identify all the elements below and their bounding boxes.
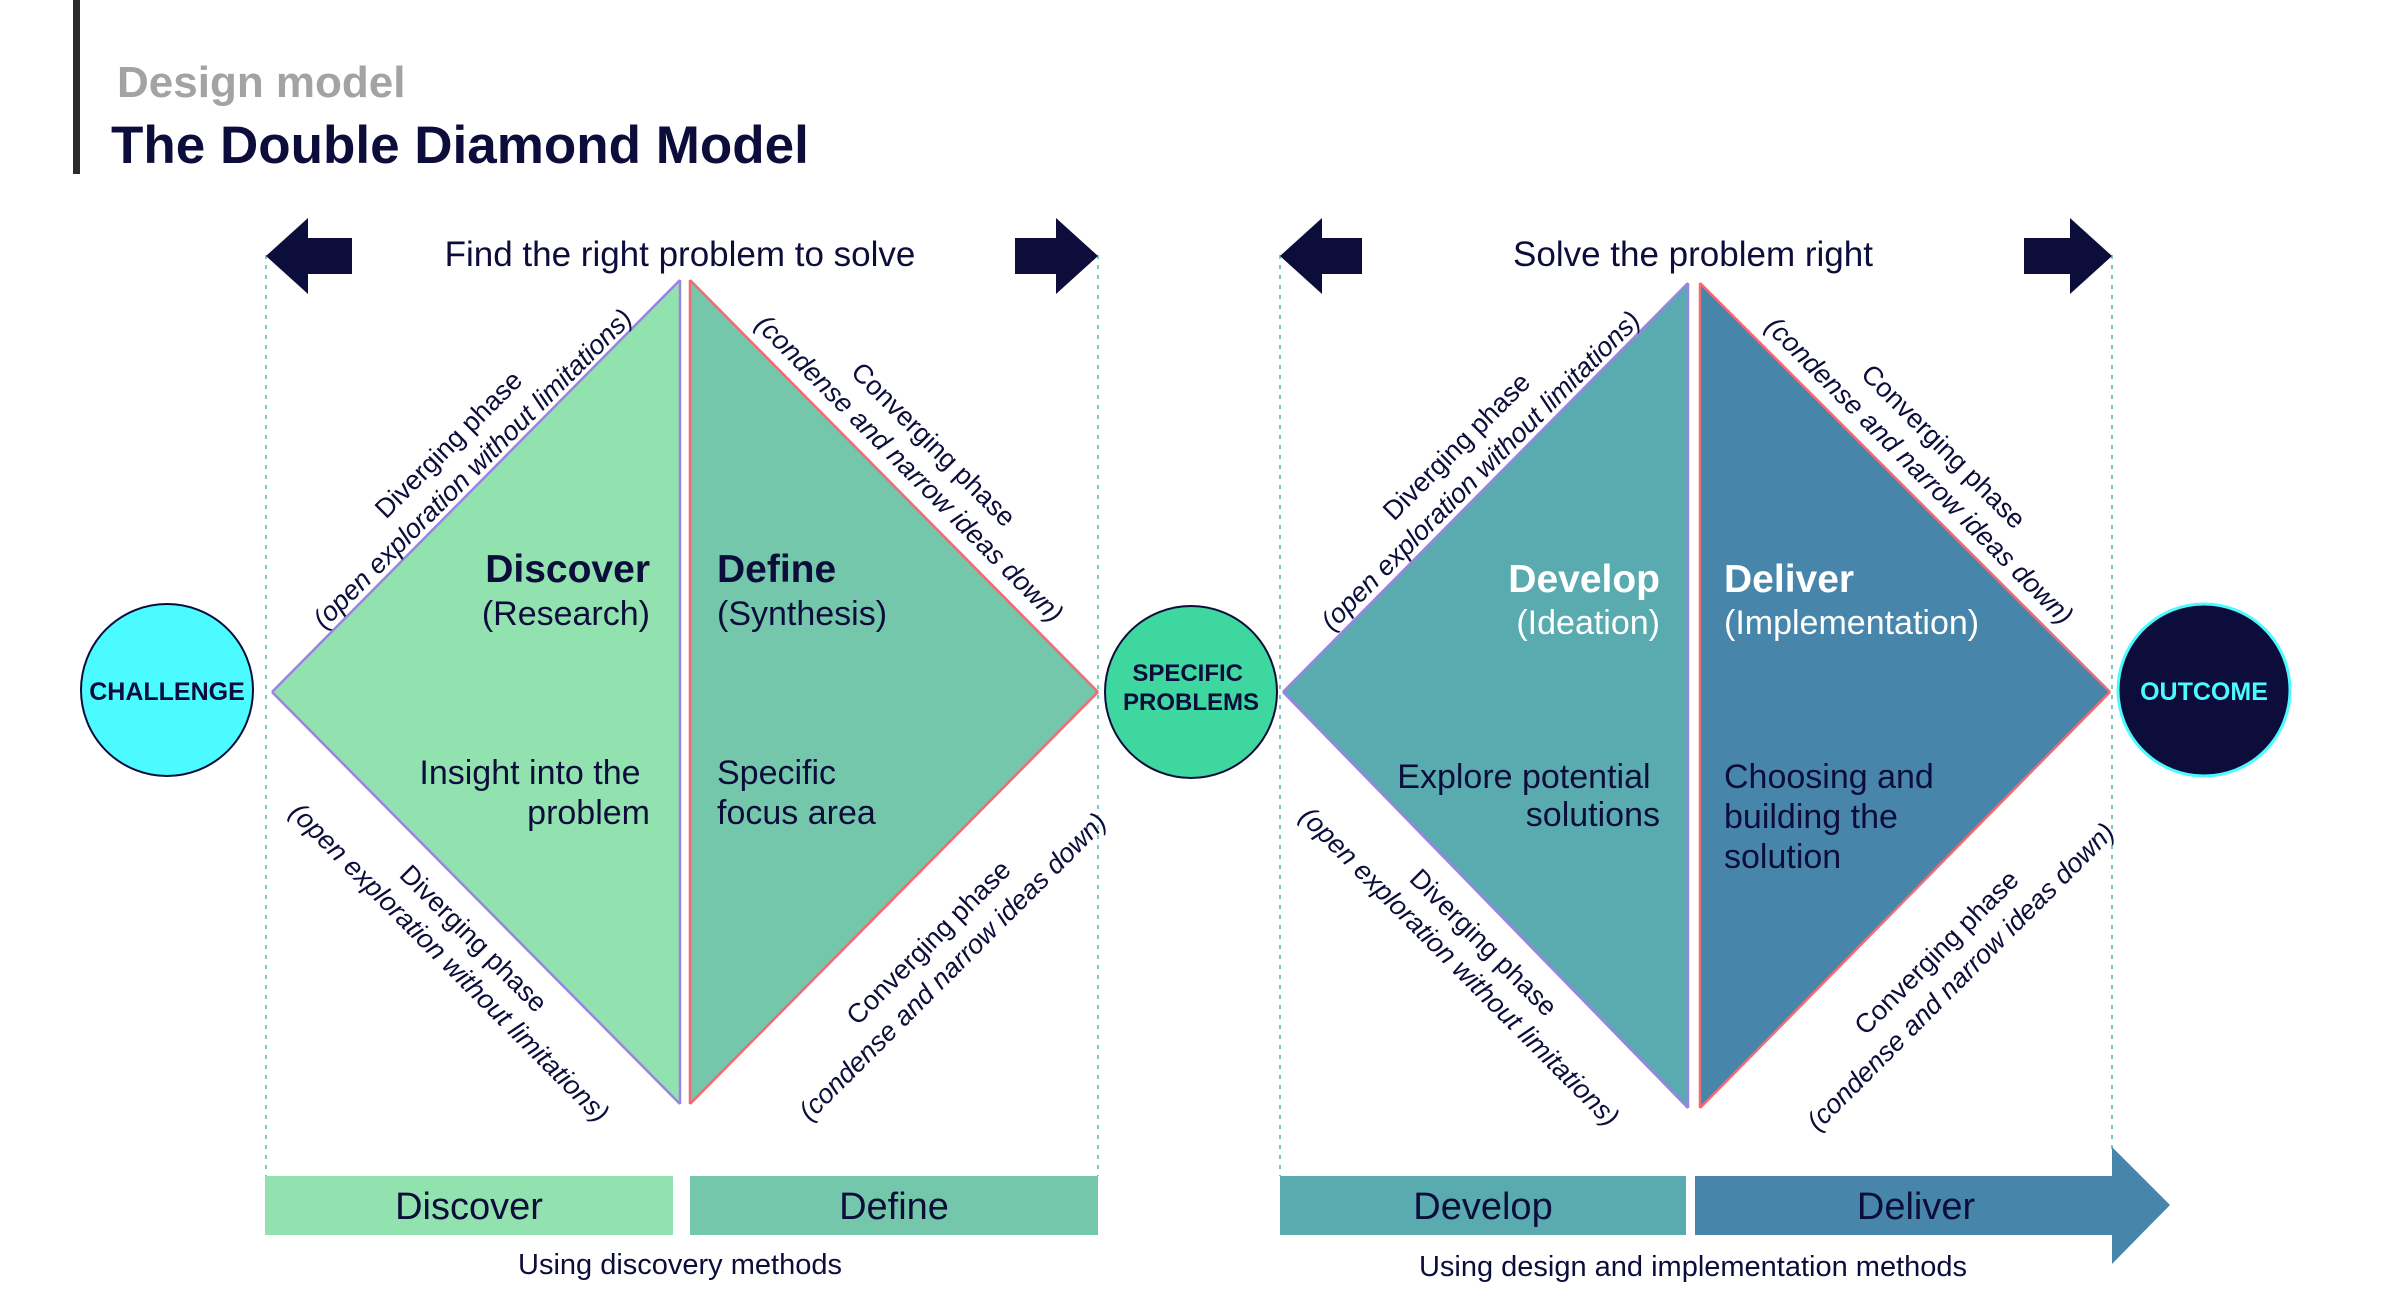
discover-body: Insight into the problem [419,754,650,832]
methods-solution: Using design and implementation methods [1419,1251,1967,1283]
phase-bar-solution: Develop Deliver Using design and impleme… [1280,1147,2170,1283]
diamond-solution: Develop (Ideation) Explore potential sol… [1282,282,2120,1136]
deliver-body-line: building the [1724,798,1898,836]
phase-bar-problem: Discover Define Using discovery methods [265,1176,1098,1281]
define-bar [690,1176,1098,1235]
diverge-edge-bottom [1282,691,1689,1109]
specific-problems-label: SPECIFIC PROBLEMS [1123,660,1259,716]
specific-problems-line: SPECIFIC [1132,660,1243,687]
diverge-edge-bottom [271,691,681,1105]
develop-body-line: Explore potential [1397,758,1650,796]
develop-subtitle: (Ideation) [1516,604,1660,642]
converge-edge-top [1699,282,2111,693]
banner-problem: Find the right problem to solve [266,218,1098,294]
develop-body: Explore potential solutions [1397,758,1660,834]
develop-bar-label: Develop [1413,1186,1552,1228]
define-title: Define [717,548,836,591]
phase-guides [265,255,2113,1176]
define-body-line: Specific [717,754,836,792]
banner-solution-text: Solve the problem right [1513,235,1873,274]
arrow-left-icon [1280,218,1362,294]
deliver-subtitle: (Implementation) [1724,604,1979,642]
outcome-label: OUTCOME [2140,678,2268,706]
develop-triangle [1283,283,1688,1108]
specific-problems-line: PROBLEMS [1123,689,1259,716]
develop-body-line: solutions [1526,796,1660,834]
discover-title: Discover [485,548,650,591]
challenge-label: CHALLENGE [89,678,245,706]
discover-bar [265,1176,673,1235]
define-body: Specific focus area [717,754,876,832]
develop-title: Develop [1508,558,1660,601]
deliver-title: Deliver [1724,558,1854,601]
title-accent-bar [73,0,80,174]
arrow-right-icon [2024,218,2112,294]
deliver-body-line: solution [1724,838,1841,876]
define-triangle [690,280,1098,1104]
discover-body-line: Insight into the [419,754,640,792]
define-body-line: focus area [717,794,876,832]
outcome-circle [2116,602,2292,778]
page-title: The Double Diamond Model [111,116,809,175]
develop-bar [1280,1176,1686,1235]
diverge-edge-top [271,279,681,693]
discover-bar-label: Discover [395,1186,543,1228]
specific-problems-circle [1104,605,1278,779]
banner-problem-text: Find the right problem to solve [445,235,916,274]
specific-problems-node: SPECIFIC PROBLEMS [1104,605,1278,779]
discover-subtitle: (Research) [482,595,650,633]
converge-edge-bottom [689,691,1099,1105]
define-bar-label: Define [839,1186,949,1228]
banner-solution: Solve the problem right [1280,218,2112,294]
converge-edge-bottom [1699,691,2111,1109]
converge-edge-top [689,279,1099,693]
diverge-edge-top [1282,282,1689,693]
methods-problem: Using discovery methods [518,1249,842,1281]
challenge-node: CHALLENGE [80,603,254,777]
discover-body-line: problem [527,794,650,832]
outcome-node: OUTCOME [2116,602,2292,778]
deliver-bar-label: Deliver [1857,1186,1976,1228]
arrow-left-icon [266,218,352,294]
discover-triangle [272,280,680,1104]
deliver-bar-arrow [1695,1147,2170,1264]
arrow-right-icon [1015,218,1098,294]
section-eyebrow: Design model [117,58,406,107]
deliver-body: Choosing and building the solution [1724,758,1943,876]
deliver-body-line: Choosing and [1724,758,1934,796]
deliver-triangle [1700,283,2110,1108]
challenge-circle [80,603,254,777]
diamond-problem: Discover (Research) Insight into the pro… [271,279,1112,1128]
define-subtitle: (Synthesis) [717,595,887,633]
